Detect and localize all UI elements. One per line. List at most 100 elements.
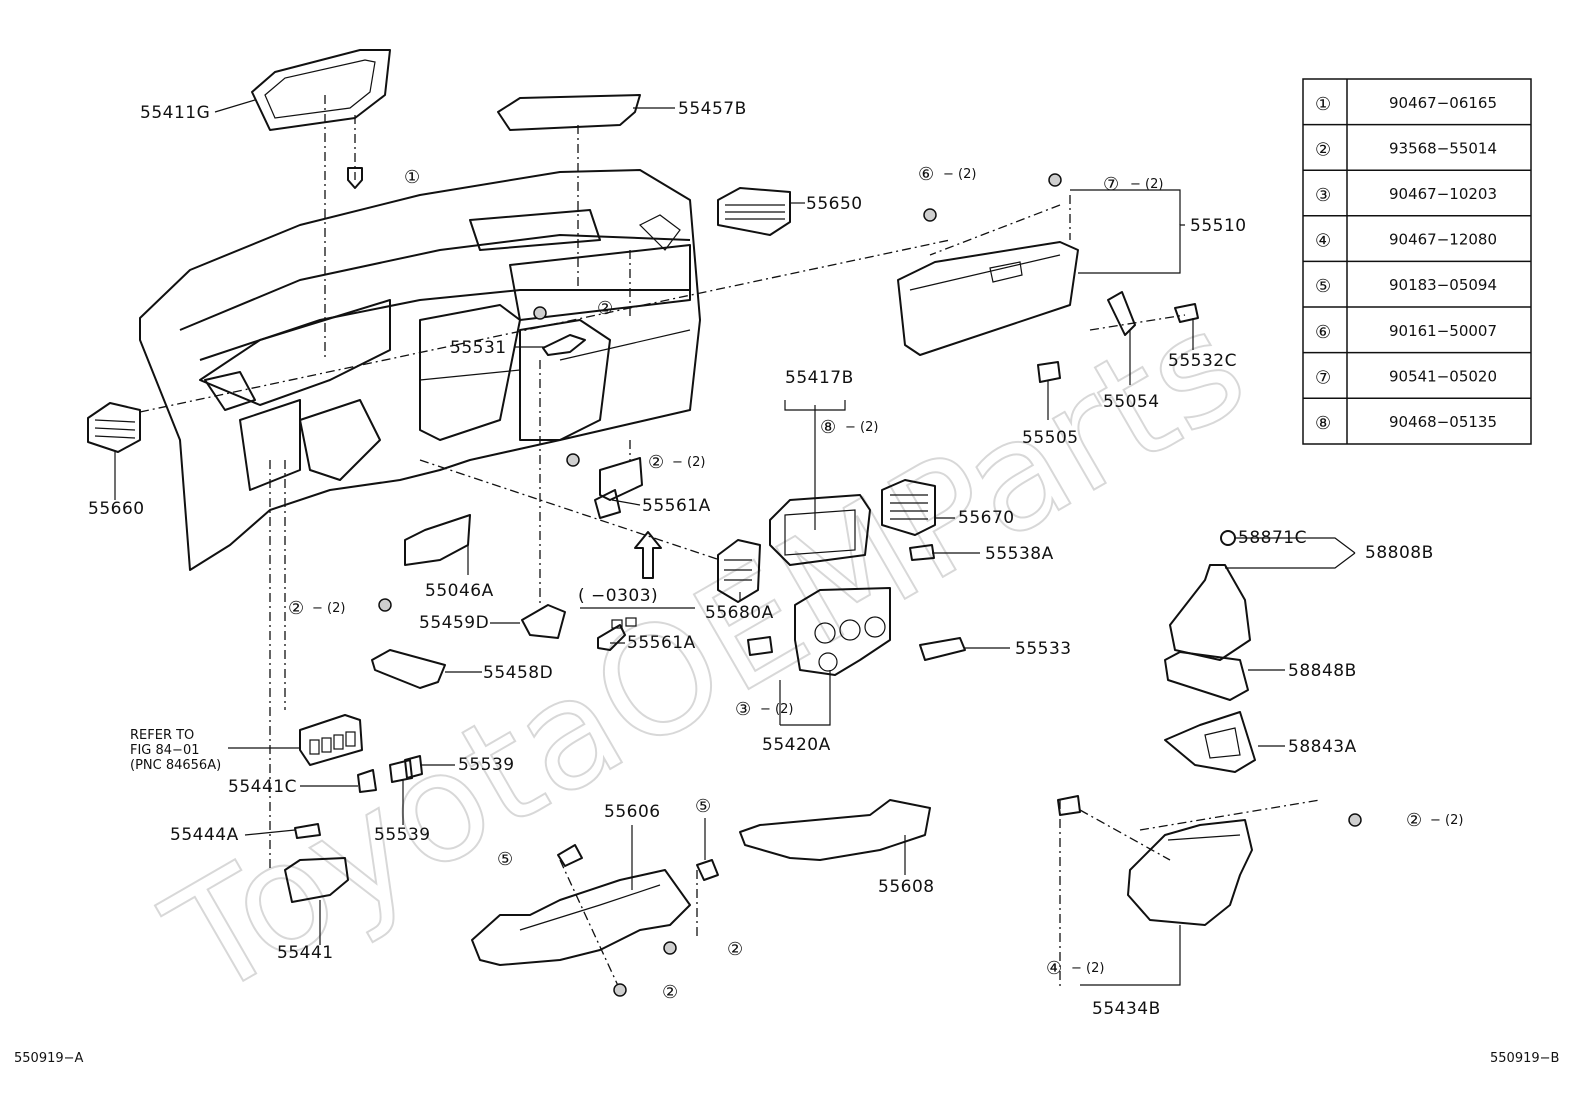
part-55561A-bracket-upper — [594, 457, 643, 519]
part-55444A-clip — [294, 823, 321, 839]
instrument-panel — [139, 169, 701, 571]
callout-qty-7: − (2) — [1130, 177, 1163, 192]
table-part-number: 90161−50007 — [1389, 322, 1497, 340]
callout-2-bottom-a: ② — [727, 939, 743, 960]
watermark: ToyotaOEMParts — [140, 278, 1272, 1032]
label-55670: 55670 — [958, 508, 1015, 528]
part-55054-damper — [1107, 291, 1136, 336]
part-55458D-pad — [371, 649, 446, 689]
label-55561A-upper: 55561A — [642, 496, 711, 516]
table-callout-number: ⑥ — [1315, 322, 1331, 343]
table-part-number: 90467−12080 — [1389, 231, 1497, 249]
part-55531-bracket — [542, 334, 586, 356]
table-callout-number: ① — [1315, 94, 1331, 115]
table-part-number: 90468−05135 — [1389, 413, 1497, 431]
part-55411G-cluster-hood — [251, 49, 391, 131]
callout-4: ④ — [1046, 958, 1062, 979]
part-55539-switch — [389, 755, 423, 783]
part-55046A-cover — [404, 514, 471, 566]
label-55046A: 55046A — [425, 581, 494, 601]
label-58871C: 58871C — [1238, 528, 1307, 548]
label-55510: 55510 — [1190, 216, 1247, 236]
part-clip-5b — [696, 859, 719, 881]
callout-qty-2-bracket: − (2) — [672, 455, 705, 470]
part-55608-bracket — [739, 799, 931, 861]
direction-arrow — [634, 531, 662, 579]
callout-5a: ⑤ — [497, 849, 513, 870]
part-clip-5a — [557, 844, 583, 867]
callout-2-bottom-b: ② — [662, 982, 678, 1003]
part-clip-4 — [1057, 795, 1081, 816]
label-55660: 55660 — [88, 499, 145, 519]
label-leaders — [114, 99, 1356, 986]
part-switch-panel — [299, 714, 363, 766]
label-55650: 55650 — [806, 194, 863, 214]
callout-2-bracket: ② — [648, 452, 664, 473]
part-55680A-vent — [717, 539, 761, 603]
part-55533-clip — [919, 637, 966, 661]
table-part-number: 90467−06165 — [1389, 94, 1497, 112]
label-55458D: 55458D — [483, 663, 553, 683]
callout-2-upper: ② — [597, 298, 613, 319]
table-callout-number: ③ — [1315, 185, 1331, 206]
label-58808B: 58808B — [1365, 543, 1434, 563]
table-part-number: 90541−05020 — [1389, 367, 1497, 385]
callout-2-left: ② — [288, 598, 304, 619]
label-55539-right: 55539 — [458, 755, 515, 775]
table-callout-number: ② — [1315, 139, 1331, 160]
part-55505-lock — [1037, 361, 1061, 383]
label-55417B: 55417B — [785, 368, 854, 388]
part-55417B-bezel — [769, 494, 871, 566]
callout-qty-2-console: − (2) — [1430, 813, 1463, 828]
callout-2-console: ② — [1406, 810, 1422, 831]
callout-1: ① — [404, 167, 420, 188]
callout-6: ⑥ — [918, 164, 934, 185]
callout-qty-4: − (2) — [1071, 961, 1104, 976]
label-55680A: 55680A — [705, 603, 774, 623]
label-55561A-lower: 55561A — [627, 633, 696, 653]
callout-qty-6: − (2) — [943, 167, 976, 182]
label-55444A: 55444A — [170, 825, 239, 845]
label-refer-2: FIG 84−01 — [130, 743, 200, 758]
label-55505: 55505 — [1022, 428, 1079, 448]
footer-right: 550919−B — [1490, 1051, 1559, 1066]
label-55531: 55531 — [450, 338, 507, 358]
callout-qty-8: − (2) — [845, 420, 878, 435]
label-55532C: 55532C — [1168, 351, 1237, 371]
callout-3: ③ — [735, 699, 751, 720]
label-date-range: ( −0303) — [578, 586, 658, 606]
table-part-number: 90183−05094 — [1389, 276, 1497, 294]
part-55459D-pad — [521, 604, 566, 639]
part-55510-glovebox — [897, 241, 1079, 356]
label-55054: 55054 — [1103, 392, 1160, 412]
part-55538A-clip — [909, 544, 935, 561]
footer-left: 550919−A — [14, 1051, 84, 1066]
label-refer-3: (PNC 84656A) — [130, 758, 221, 773]
callout-8: ⑧ — [820, 417, 836, 438]
part-58808B-boot — [1169, 530, 1251, 661]
part-clip-3 — [747, 636, 773, 656]
label-58843A: 58843A — [1288, 737, 1357, 757]
label-55533: 55533 — [1015, 639, 1072, 659]
leader-lines — [139, 95, 1321, 991]
part-55441-box — [284, 857, 349, 903]
label-55441: 55441 — [277, 943, 334, 963]
table-part-number: 90467−10203 — [1389, 185, 1497, 203]
callouts: ① ② ② − (2) ② − (2) ② ② ② − (2) ③ − (2) … — [288, 164, 1463, 1003]
callout-5b: ⑤ — [695, 796, 711, 817]
part-55606-bracket — [471, 869, 691, 966]
label-refer-1: REFER TO — [130, 728, 194, 743]
label-55539-bottom: 55539 — [374, 825, 431, 845]
label-55538A: 55538A — [985, 544, 1054, 564]
label-55411G: 55411G — [140, 103, 210, 123]
part-55457B-pad — [497, 94, 641, 131]
part-55434B-console — [1127, 819, 1253, 926]
label-55420A: 55420A — [762, 735, 831, 755]
label-55606: 55606 — [604, 802, 661, 822]
label-58848B: 58848B — [1288, 661, 1357, 681]
callout-7: ⑦ — [1103, 174, 1119, 195]
label-55441C: 55441C — [228, 777, 297, 797]
part-55420A-heater-control — [794, 587, 891, 676]
